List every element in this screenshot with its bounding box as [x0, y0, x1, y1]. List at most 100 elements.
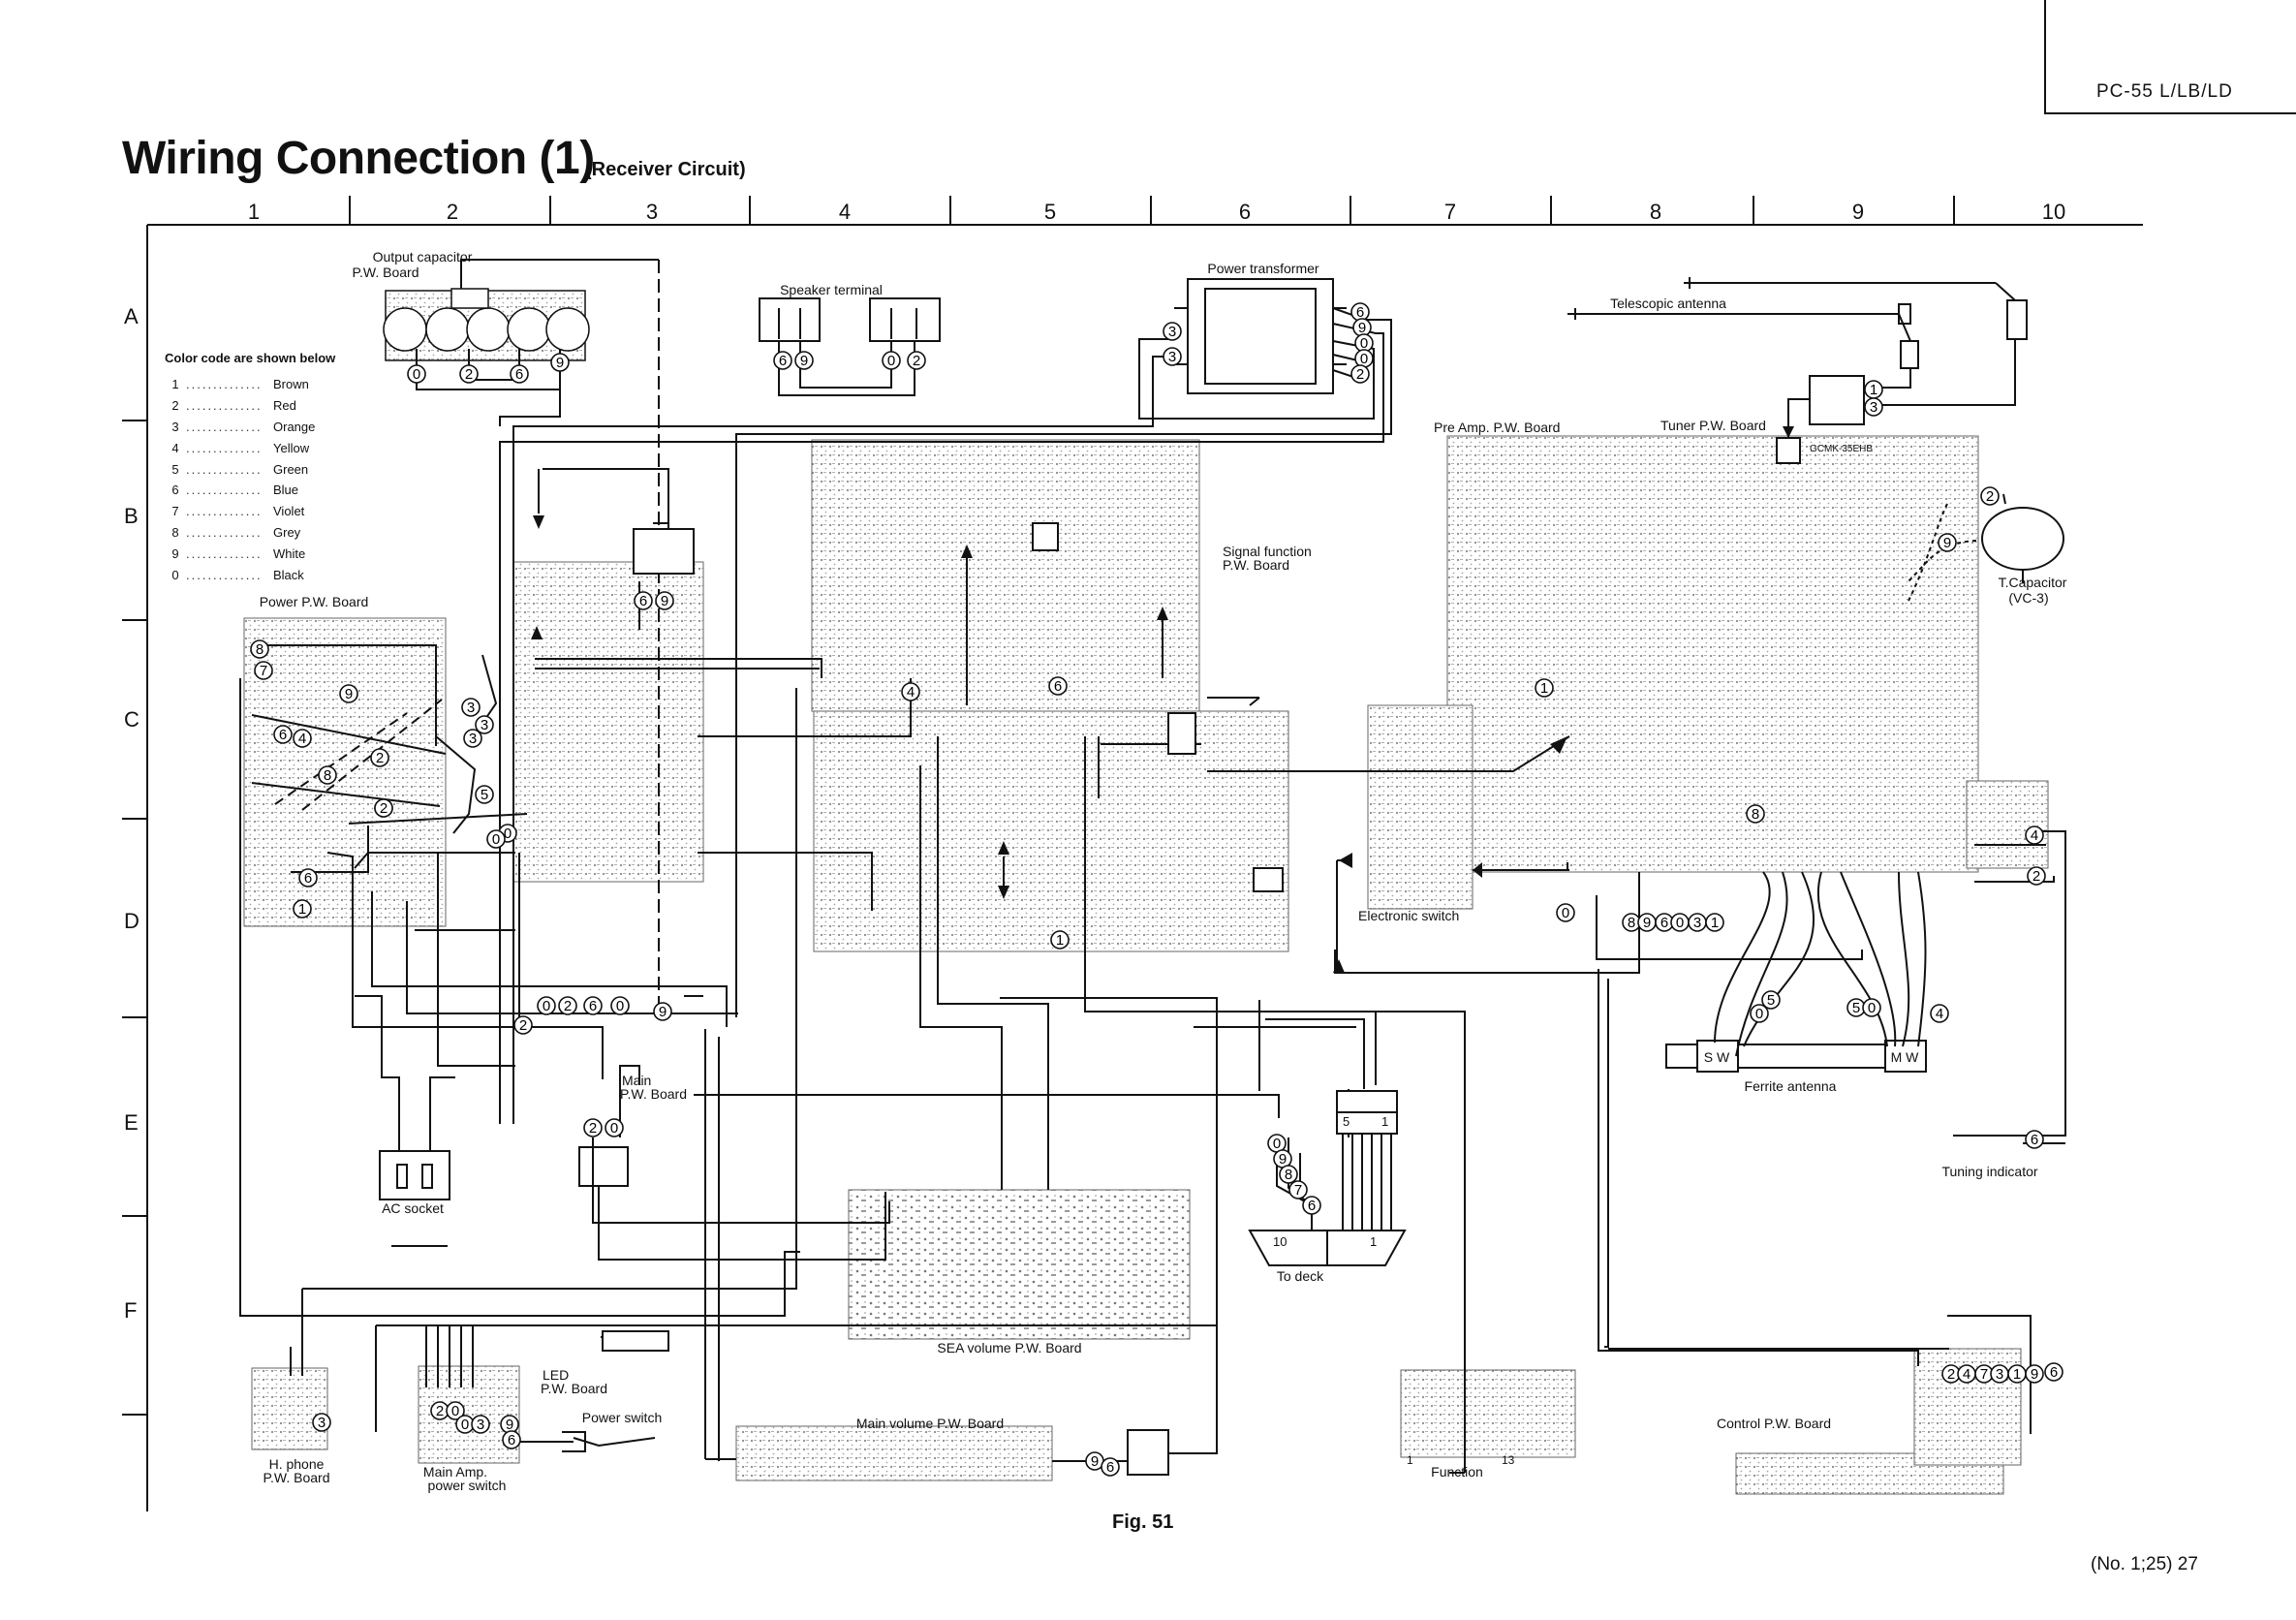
- wire-number: 6: [1106, 1459, 1114, 1476]
- telescopic-antenna: [1567, 277, 2028, 369]
- t-capacitor: [1908, 493, 2064, 602]
- model-number: PC-55 L/LB/LD: [2096, 81, 2233, 102]
- wire-number-circle: [475, 715, 494, 734]
- mw-coil-label: M W: [1890, 1049, 1919, 1065]
- wire-number-circle: [510, 364, 529, 384]
- legend-num: 7: [171, 504, 179, 519]
- wire-number: 0: [1676, 915, 1684, 931]
- row-letter: D: [124, 909, 140, 933]
- wire-number: 9: [659, 1004, 667, 1020]
- wire-number-circle: [2025, 1130, 2044, 1149]
- telescopic-antenna-label: Telescopic antenna: [1610, 296, 1726, 311]
- wire-number: 9: [556, 355, 564, 371]
- legend-dots: ..............: [186, 483, 263, 498]
- column-number: 9: [1851, 200, 1865, 224]
- page-title: Wiring Connection (1): [122, 133, 595, 184]
- main-volume-board-label: Main volume P.W. Board: [855, 1416, 1005, 1431]
- wire-number-circle: [1750, 1004, 1769, 1023]
- legend-num: 5: [171, 461, 179, 477]
- legend-num: 2: [171, 398, 179, 414]
- legend-dots: ..............: [186, 461, 263, 477]
- wire-number-circle: [1101, 1457, 1120, 1477]
- wire-number-circle: [537, 996, 556, 1015]
- wire-number-circle: [583, 1118, 603, 1137]
- wire-number: 2: [913, 353, 920, 369]
- tuning-indicator-board: [1966, 780, 2049, 869]
- wire-number-circle: [475, 785, 494, 804]
- wire-number: 2: [519, 1017, 527, 1034]
- wire-number: 4: [2031, 827, 2038, 844]
- legend-color: Orange: [273, 419, 316, 434]
- wire-number: 3: [1168, 324, 1176, 340]
- wire-number: 9: [345, 686, 353, 702]
- wire-number-circle: [605, 1118, 624, 1137]
- wire-number: 6: [1660, 915, 1668, 931]
- model-box: PC-55 L/LB/LD: [2044, 0, 2296, 114]
- wire-number: 0: [610, 1120, 618, 1137]
- wire-number: 0: [1360, 351, 1368, 367]
- legend-heading: Color code are shown below: [165, 351, 336, 365]
- wire-number-circle: [907, 351, 926, 370]
- wire-number: 2: [465, 366, 473, 383]
- wire-number: 0: [1562, 905, 1569, 921]
- wire-number: 1: [1711, 915, 1719, 931]
- wire-number: 0: [616, 998, 624, 1014]
- legend-row: 0..............Black: [165, 564, 351, 585]
- wire-number-circle: [1556, 903, 1575, 922]
- function-pin-1: 1: [1407, 1453, 1413, 1467]
- wire-number-circle: [2027, 866, 2046, 886]
- pre-amp-board-label: Pre Amp. P.W. Board: [1434, 420, 1561, 435]
- wire-number: 9: [1943, 535, 1951, 551]
- wire-number-circle: [463, 729, 482, 748]
- wire-number-circle: [459, 364, 479, 384]
- wire-number-circle: [1050, 930, 1070, 950]
- led-label: LED: [543, 1367, 570, 1383]
- wire-number: 1: [2013, 1366, 2021, 1383]
- wire-number-circle: [634, 591, 653, 610]
- deck-pin-1: 1: [1370, 1234, 1378, 1249]
- tuner-part-label: GCMK-35EHB: [1810, 444, 1874, 454]
- legend-dots: ..............: [186, 504, 263, 519]
- power-switch-label: Power switch: [581, 1410, 663, 1425]
- wire-number: 9: [1279, 1151, 1287, 1168]
- wire-number-circle: [250, 639, 269, 659]
- legend-color: Violet: [273, 504, 305, 519]
- wire-number: 2: [436, 1403, 444, 1419]
- h-phone-label: H. phone: [268, 1456, 325, 1472]
- wire-number: 0: [1868, 1000, 1876, 1016]
- legend-color: Blue: [273, 483, 299, 498]
- wire-number-circle: [471, 1415, 490, 1434]
- wire-number: 3: [1996, 1366, 2003, 1383]
- wire-number: 6: [589, 998, 597, 1014]
- column-number: 10: [2041, 200, 2066, 224]
- wire-number-circle: [1288, 1180, 1308, 1199]
- wire-number-circle: [1746, 804, 1765, 824]
- wire-number-circle: [882, 351, 901, 370]
- legend-color: Red: [273, 398, 296, 414]
- wire-number: 9: [1091, 1453, 1099, 1470]
- wire-number: 0: [1360, 335, 1368, 352]
- main-board: [512, 561, 704, 883]
- speaker-terminals: [759, 297, 941, 396]
- wire-number-circle: [1864, 397, 1883, 417]
- wire-number-circle: [1535, 678, 1554, 698]
- legend-num: 0: [171, 567, 179, 582]
- wire-number: 6: [508, 1432, 515, 1449]
- wire-number-circle: [1930, 1004, 1949, 1023]
- sea-volume-board-label: SEA volume P.W. Board: [937, 1340, 1082, 1355]
- wire-number: 2: [589, 1120, 597, 1137]
- legend-num: 3: [171, 419, 179, 434]
- legend-dots: ..............: [186, 398, 263, 414]
- page-subtitle: (Receiver Circuit): [585, 159, 746, 180]
- small-connectors: [602, 522, 1284, 1476]
- wire-number-circle: [794, 351, 814, 370]
- legend-row: 4..............Yellow: [165, 437, 351, 458]
- dashed-wires: [274, 699, 443, 811]
- wire-number: 2: [564, 998, 572, 1014]
- pre-amp-board: [1446, 435, 1979, 873]
- wire-number-circle: [273, 725, 293, 744]
- column-number: 5: [1043, 200, 1057, 224]
- wire-number: 8: [1752, 806, 1759, 823]
- wire-number: 7: [1294, 1182, 1302, 1199]
- wire-number: 2: [2032, 868, 2040, 885]
